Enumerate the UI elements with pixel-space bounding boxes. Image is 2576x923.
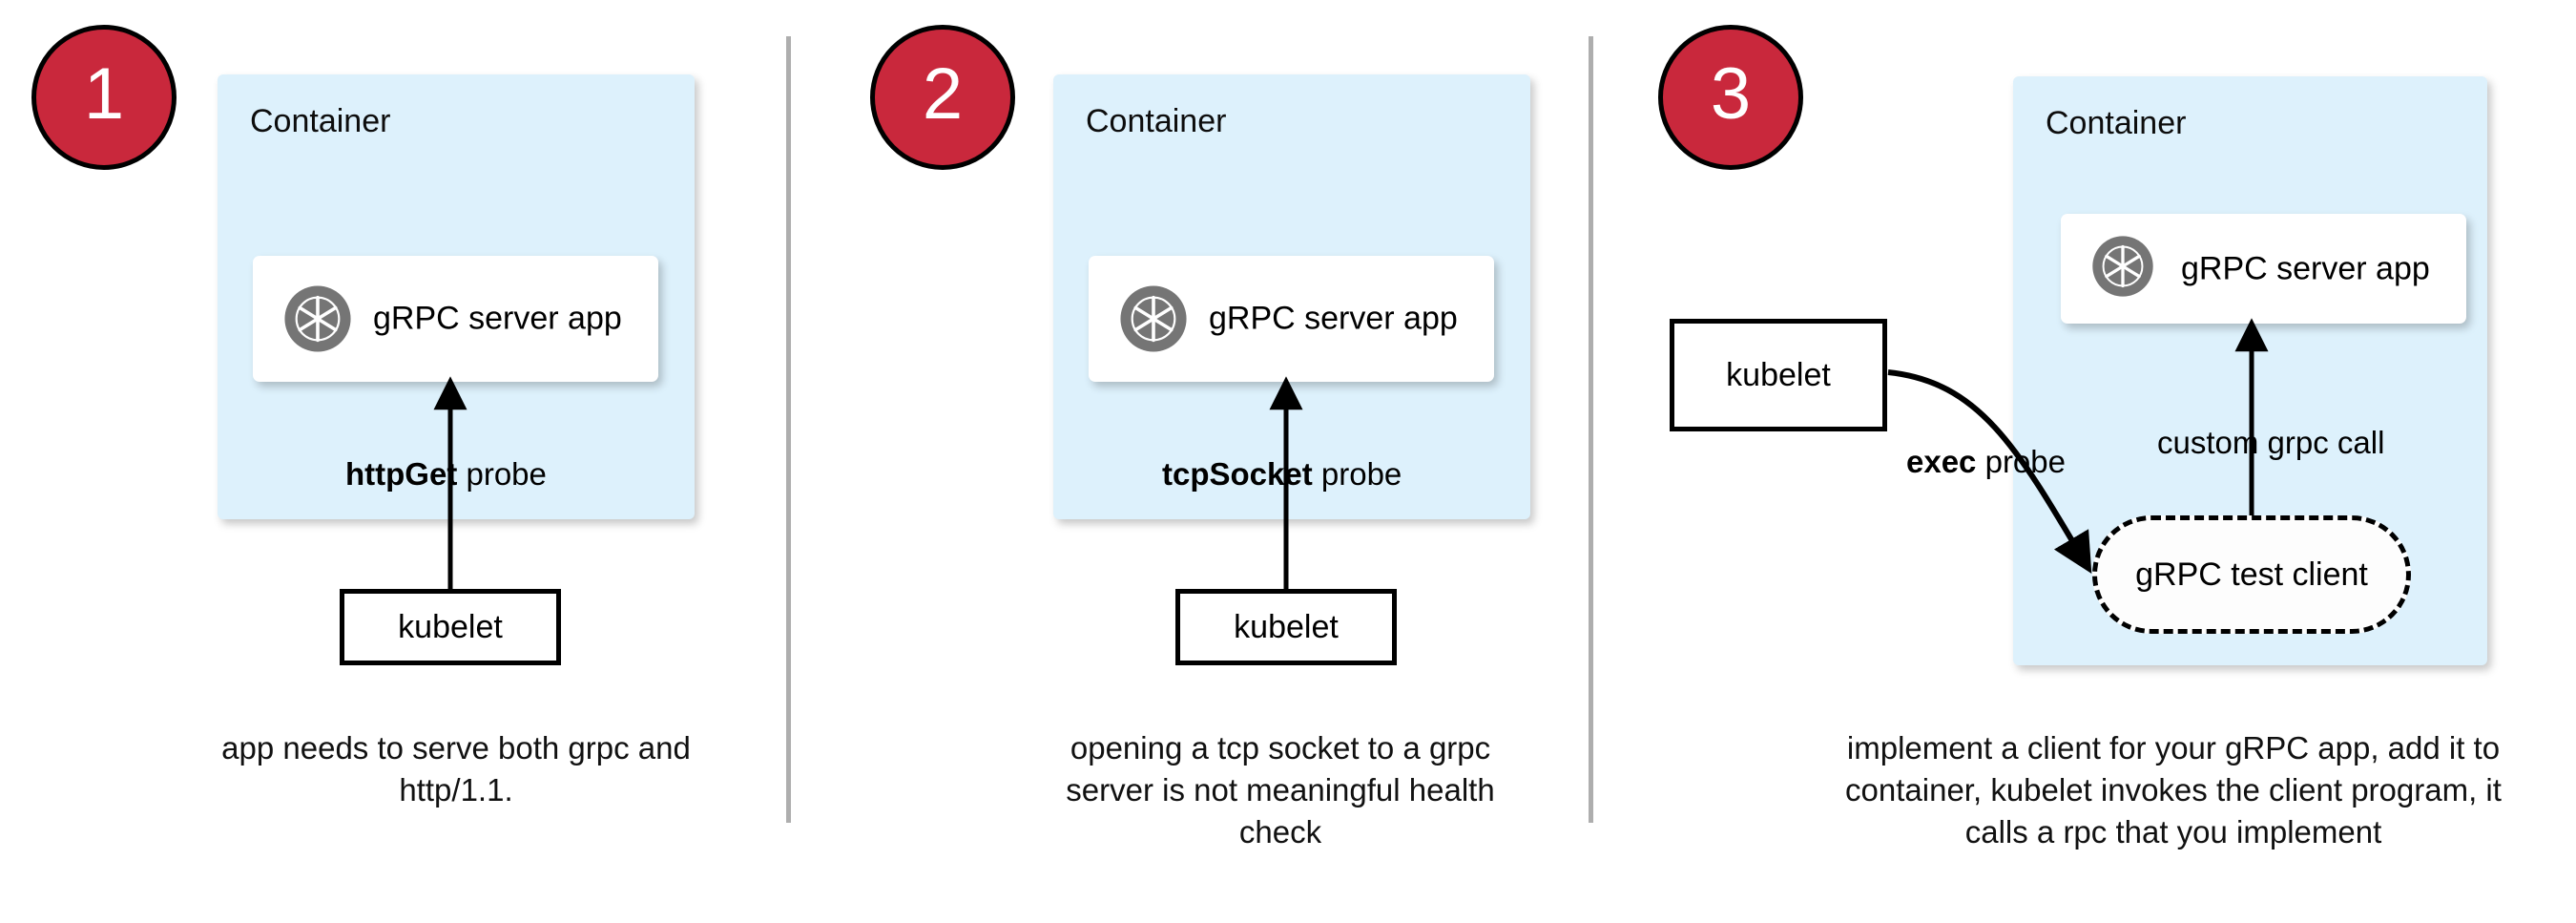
grpc-test-client-label: gRPC test client [2135,556,2368,593]
grpc-server-app-label-2: gRPC server app [1209,300,1458,337]
probe-label-2-rest: probe [1312,456,1402,492]
grpc-server-app-label-1: gRPC server app [373,300,622,337]
panel-divider-1 [786,36,791,823]
caption-3: implement a client for your gRPC app, ad… [1845,730,2502,850]
grpc-server-app-card-1: gRPC server app [253,256,658,382]
kubelet-box-3: kubelet [1670,319,1887,431]
kubelet-box-1: kubelet [340,589,561,665]
step-badge-3: 3 [1658,25,1803,170]
probe-label-2-bold: tcpSocket [1162,456,1313,492]
step-badge-1-number: 1 [83,53,125,135]
kubelet-box-2: kubelet [1175,589,1397,665]
caption-2: opening a tcp socket to a grpc server is… [1066,730,1495,850]
probe-label-1-bold: httpGet [345,456,458,492]
panel-divider-2 [1589,36,1593,823]
grpc-icon [1119,284,1188,353]
step-badge-2: 2 [870,25,1015,170]
grpc-icon [2091,235,2160,304]
kubelet-label-3: kubelet [1726,356,1831,393]
step-badge-2-number: 2 [922,53,964,135]
step-badge-3-number: 3 [1710,53,1752,135]
grpc-server-app-card-2: gRPC server app [1089,256,1494,382]
kubelet-label-1: kubelet [398,608,503,645]
exec-probe-label-bold: exec [1906,444,1977,479]
grpc-server-app-label-3: gRPC server app [2181,250,2430,286]
container-label-3: Container [2046,105,2187,141]
probe-label-2: tcpSocket probe [1162,456,1402,493]
custom-grpc-call-label: custom grpc call [2157,425,2385,460]
grpc-server-app-card-3: gRPC server app [2061,214,2466,324]
caption-1: app needs to serve both grpc and http/1.… [221,730,691,808]
container-label-2: Container [1086,103,1227,139]
probe-label-1: httpGet probe [345,456,547,493]
kubelet-label-2: kubelet [1234,608,1339,645]
grpc-icon [283,284,352,353]
exec-probe-label-rest: probe [1976,444,2066,479]
step-badge-1: 1 [31,25,177,170]
container-label-1: Container [250,103,391,139]
grpc-test-client-box: gRPC test client [2092,515,2411,634]
probe-label-1-rest: probe [457,456,547,492]
exec-probe-label: exec probe [1906,444,2066,480]
